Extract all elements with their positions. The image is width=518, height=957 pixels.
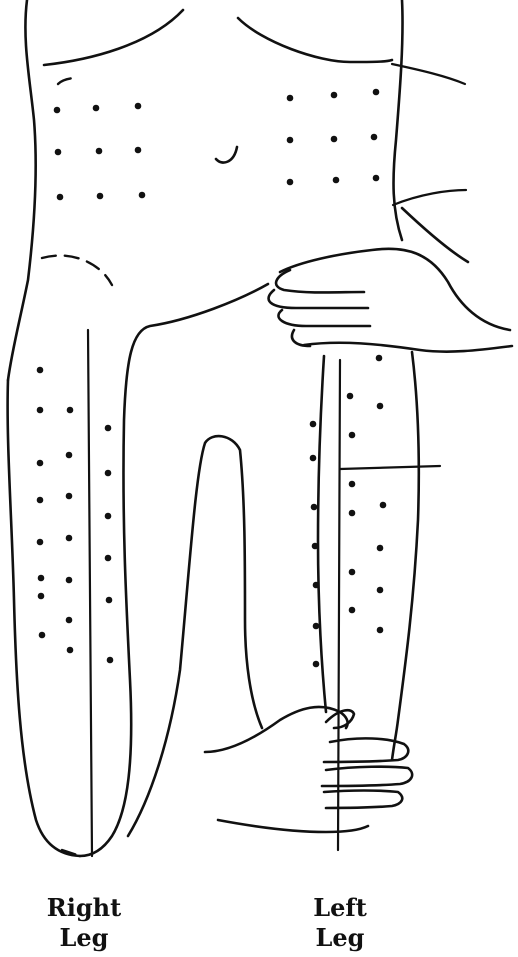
- site-dot: [349, 432, 356, 439]
- site-dot: [333, 177, 340, 184]
- site-dot: [287, 137, 294, 144]
- navel: [216, 147, 237, 163]
- site-dot: [349, 510, 356, 517]
- site-dot: [37, 460, 44, 467]
- upper-hand-back: [280, 249, 510, 330]
- site-dot: [96, 148, 103, 155]
- upper-hand-finger-1: [276, 270, 364, 293]
- right-hip-crease: [42, 256, 112, 285]
- hip-pointer-line: [393, 190, 466, 205]
- site-dot: [287, 95, 294, 102]
- site-dot: [377, 403, 384, 410]
- right-leg: [8, 284, 268, 856]
- site-dot: [313, 623, 320, 630]
- site-dot: [66, 617, 73, 624]
- site-dot: [105, 513, 112, 520]
- site-dot: [135, 147, 142, 154]
- site-dot: [331, 136, 338, 143]
- right-side-pointer-line: [392, 64, 465, 84]
- site-dot: [377, 587, 384, 594]
- site-dot: [55, 149, 62, 156]
- site-dot: [37, 539, 44, 546]
- site-dot: [310, 455, 317, 462]
- inner-thigh-outline: [128, 436, 262, 836]
- site-dot: [37, 407, 44, 414]
- site-dot: [67, 647, 74, 654]
- site-dot: [376, 355, 383, 362]
- site-dot: [373, 89, 380, 96]
- site-dot: [38, 575, 45, 582]
- site-dot: [373, 175, 380, 182]
- left-leg-caption-line-1: Left: [280, 893, 400, 923]
- lower-hand: [205, 707, 412, 832]
- right-leg-caption-line-2: Leg: [24, 923, 144, 953]
- left-leg-caption-line-2: Leg: [280, 923, 400, 953]
- right-leg-inner-edge: [80, 284, 268, 856]
- right-leg-midline: [88, 330, 92, 856]
- upper-hand-lower-edge: [304, 343, 512, 352]
- site-dot: [312, 543, 319, 550]
- hip-right-curve: [402, 208, 468, 262]
- site-dot: [371, 134, 378, 141]
- torso-right-site-dots: [54, 103, 146, 201]
- site-dot: [311, 504, 318, 511]
- left-chest-curve: [44, 10, 183, 65]
- torso-left-site-dots: [287, 89, 380, 186]
- site-dot: [66, 535, 73, 542]
- site-dot: [135, 103, 142, 110]
- site-dot: [106, 597, 113, 604]
- lower-hand-finger-4: [324, 791, 402, 809]
- site-dot: [54, 107, 61, 114]
- site-dot: [66, 452, 73, 459]
- lower-hand-finger-3: [322, 767, 412, 786]
- right-leg-site-dots: [37, 367, 114, 664]
- lower-hand-wrist: [218, 820, 368, 832]
- right-chest-curve: [238, 18, 392, 62]
- lower-hand-finger-1: [326, 710, 354, 728]
- site-dot: [105, 425, 112, 432]
- site-dot: [37, 367, 44, 374]
- site-dot: [349, 569, 356, 576]
- upper-hand-finger-3: [278, 310, 370, 326]
- site-dot: [349, 481, 356, 488]
- site-dot: [347, 393, 354, 400]
- lower-hand-back: [205, 707, 348, 752]
- site-dot: [139, 192, 146, 199]
- site-dot: [310, 421, 317, 428]
- site-dot: [39, 632, 46, 639]
- site-dot: [377, 545, 384, 552]
- site-dot: [107, 657, 114, 664]
- site-dot: [66, 577, 73, 584]
- site-dot: [93, 105, 100, 112]
- lower-hand-finger-2: [324, 738, 408, 762]
- left-leg-midline: [338, 360, 340, 850]
- site-dot: [349, 607, 356, 614]
- site-dot: [377, 627, 384, 634]
- site-dot: [105, 555, 112, 562]
- site-dot: [105, 470, 112, 477]
- right-leg-caption-line-1: Right: [24, 893, 144, 923]
- site-dot: [57, 194, 64, 201]
- torso: [8, 0, 468, 380]
- left-leg-inner-edge: [318, 356, 326, 712]
- right-leg-caption: Right Leg: [24, 893, 144, 953]
- site-dot: [38, 593, 45, 600]
- site-dot: [313, 661, 320, 668]
- site-dot: [66, 493, 73, 500]
- left-leg: [318, 352, 440, 850]
- torso-left-edge: [8, 0, 36, 380]
- left-chest-dashed-line: [58, 78, 76, 84]
- site-dot: [67, 407, 74, 414]
- site-dot: [313, 582, 320, 589]
- upper-hand: [269, 249, 512, 352]
- site-dot: [331, 92, 338, 99]
- site-dot: [37, 497, 44, 504]
- site-dot: [380, 502, 387, 509]
- site-dot: [287, 179, 294, 186]
- left-leg-caption: Left Leg: [280, 893, 400, 953]
- site-dot: [97, 193, 104, 200]
- left-leg-pointer-line: [340, 466, 440, 469]
- left-leg-outer-edge: [392, 352, 419, 760]
